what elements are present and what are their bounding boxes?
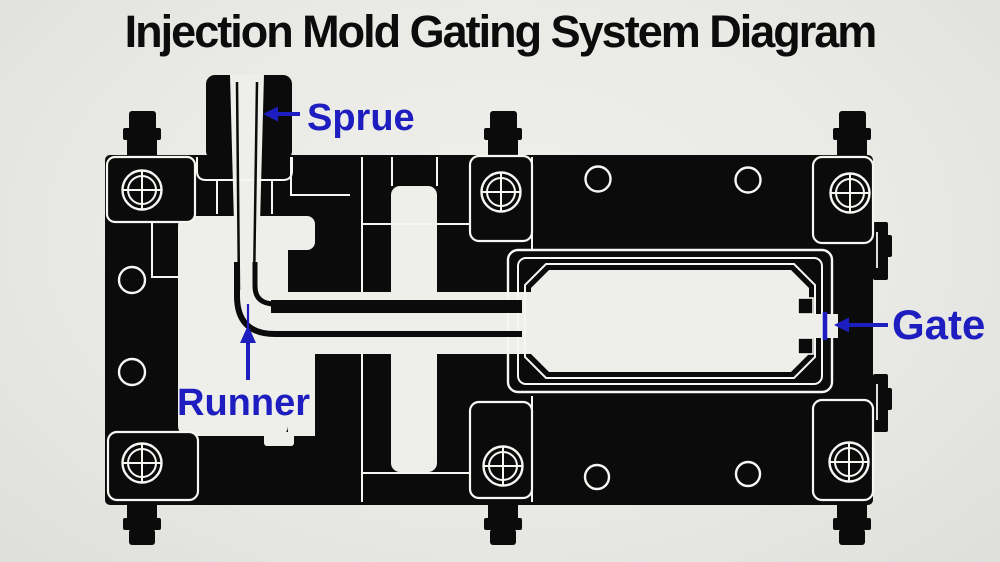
top-bolt-center <box>484 111 522 156</box>
gate-step-top <box>797 297 814 315</box>
top-bolt-right <box>833 111 871 156</box>
sprue-wall-left <box>235 81 241 291</box>
runner-outer-wall <box>234 262 522 337</box>
block-bottom-center <box>468 400 534 500</box>
pin-hole <box>117 265 147 295</box>
plate-outlines <box>105 154 878 502</box>
runner-top-wall <box>271 300 522 313</box>
pin-hole <box>734 166 762 194</box>
screw-bottom-center <box>482 445 524 487</box>
bottom-bolt-left <box>123 504 161 545</box>
pin-hole <box>117 357 147 387</box>
screw-top-right <box>829 172 871 214</box>
page-title: Injection Mold Gating System Diagram <box>124 6 878 57</box>
gate-label: Gate <box>892 301 985 348</box>
sprue-annotation: Sprue <box>263 97 415 139</box>
gate-annotation: Gate <box>822 301 985 348</box>
right-clamp-tab-top <box>873 222 892 280</box>
plate-boundary-lines <box>151 157 533 502</box>
pin-hole <box>583 463 611 491</box>
top-bolt-left <box>123 111 161 156</box>
block-top-right <box>811 155 875 245</box>
runner-label: Runner <box>177 382 310 424</box>
part-cavity <box>531 270 809 372</box>
screw-bottom-left <box>121 442 163 484</box>
bushing-bore-inner <box>216 180 273 214</box>
runner-arrowhead <box>240 325 256 343</box>
melt-channel-walls <box>234 81 522 337</box>
screw-top-center <box>480 171 522 213</box>
block-bottom-left <box>106 430 200 502</box>
pin-holes <box>117 165 762 491</box>
pin-hole <box>584 165 612 193</box>
gate-region <box>797 297 838 355</box>
cavity-contour-line <box>524 263 816 379</box>
gate-arrowhead <box>834 317 849 333</box>
sprue-arrowhead <box>263 106 278 122</box>
gate-step-bottom <box>797 337 814 355</box>
bottom-bolt-center <box>484 504 522 545</box>
sprue-wall-right <box>252 81 259 287</box>
pin-hole <box>734 460 762 488</box>
bottom-bolt-right <box>833 504 871 545</box>
screw-bottom-right <box>828 441 870 483</box>
right-clamp-tab-bottom <box>873 374 892 432</box>
screw-top-left <box>121 169 163 211</box>
annotations: Sprue Runner Gate <box>177 97 985 424</box>
gate-slot <box>806 314 838 338</box>
runner-annotation: Runner <box>177 304 310 424</box>
sprue-label: Sprue <box>307 97 415 139</box>
